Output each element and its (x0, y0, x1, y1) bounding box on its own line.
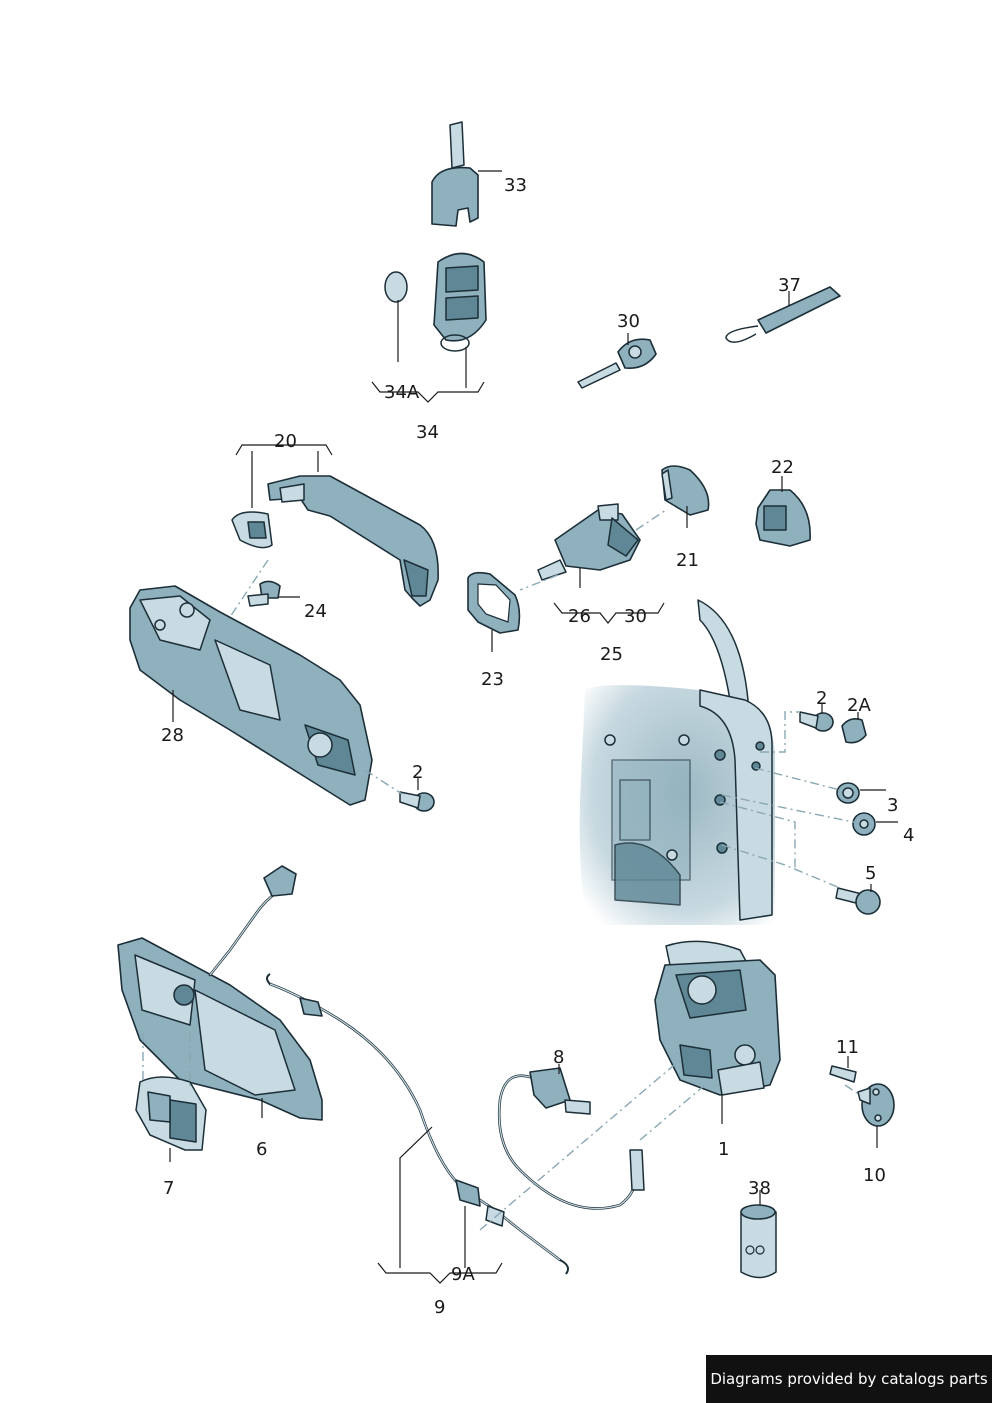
callout-22[interactable]: 22 (771, 457, 794, 478)
callout-10[interactable]: 10 (863, 1165, 886, 1186)
callout-24[interactable]: 24 (304, 601, 327, 622)
callout-38[interactable]: 38 (748, 1178, 771, 1199)
handle-gasket-20[interactable] (231, 511, 273, 549)
callout-26[interactable]: 26 (568, 606, 591, 627)
leader-lines (169, 170, 898, 1284)
assembly-lines (142, 509, 861, 1231)
screw-2-door[interactable] (799, 711, 834, 732)
lock-cylinder-26[interactable] (537, 503, 641, 581)
callout-8[interactable]: 8 (553, 1047, 564, 1068)
callout-2A[interactable]: 2A (847, 695, 871, 716)
screw-2-carrier[interactable] (399, 791, 435, 812)
bowden-cable-9[interactable] (266, 973, 569, 1275)
callout-33[interactable]: 33 (504, 175, 527, 196)
battery-34A[interactable] (384, 271, 408, 303)
key-tag-37[interactable] (725, 286, 841, 343)
door-lock-1[interactable] (654, 940, 781, 1096)
screw-24[interactable] (247, 580, 281, 607)
door-shell (579, 599, 775, 925)
callout-30-cylinder[interactable]: 30 (624, 606, 647, 627)
bracket-22[interactable] (755, 489, 811, 547)
callout-34A[interactable]: 34A (384, 382, 420, 403)
washer-4[interactable] (852, 812, 876, 836)
callout-21[interactable]: 21 (676, 550, 699, 571)
callout-30-key[interactable]: 30 (617, 311, 640, 332)
callout-9[interactable]: 9 (434, 1297, 445, 1318)
cable-8[interactable] (497, 1067, 645, 1210)
callout-23[interactable]: 23 (481, 669, 504, 690)
remote-key-housing-34[interactable] (433, 252, 487, 352)
callout-labels: 33 34A 34 30 37 20 22 21 24 26 30 25 23 … (161, 175, 914, 1318)
callout-2-carrier[interactable]: 2 (412, 762, 423, 783)
callout-28[interactable]: 28 (161, 725, 184, 746)
callout-20[interactable]: 20 (274, 431, 297, 452)
cover-10[interactable] (857, 1083, 895, 1127)
cap-2A[interactable] (841, 718, 867, 744)
gasket-23[interactable] (467, 571, 521, 634)
callout-2-door[interactable]: 2 (816, 688, 827, 709)
control-cable-wire (208, 865, 297, 977)
callout-6[interactable]: 6 (256, 1139, 267, 1160)
callout-37[interactable]: 37 (778, 275, 801, 296)
outer-door-handle-20[interactable] (267, 475, 439, 607)
callout-34[interactable]: 34 (416, 422, 439, 443)
striker-bolt-5[interactable] (835, 887, 881, 915)
callout-25[interactable]: 25 (600, 644, 623, 665)
callout-11[interactable]: 11 (836, 1037, 859, 1058)
callout-5[interactable]: 5 (865, 863, 876, 884)
callout-1[interactable]: 1 (718, 1139, 729, 1160)
key-blade-cover-33[interactable] (431, 121, 479, 227)
credit-text: Diagrams provided by catalogs parts (710, 1370, 988, 1388)
inner-handle-6[interactable] (117, 937, 323, 1121)
handle-carrier-28[interactable] (129, 585, 373, 806)
callout-3[interactable]: 3 (887, 795, 898, 816)
cap-21[interactable] (661, 465, 710, 516)
grease-can-38[interactable] (740, 1204, 777, 1279)
key-30[interactable] (577, 338, 657, 389)
screw-11[interactable] (829, 1065, 857, 1083)
callout-7[interactable]: 7 (163, 1178, 174, 1199)
credit-banner[interactable]: Diagrams provided by catalogs parts (706, 1355, 992, 1403)
grommet-3[interactable] (836, 782, 860, 804)
insert-7[interactable] (135, 1076, 207, 1151)
callout-9A[interactable]: 9A (451, 1264, 475, 1285)
callout-4[interactable]: 4 (903, 825, 914, 846)
